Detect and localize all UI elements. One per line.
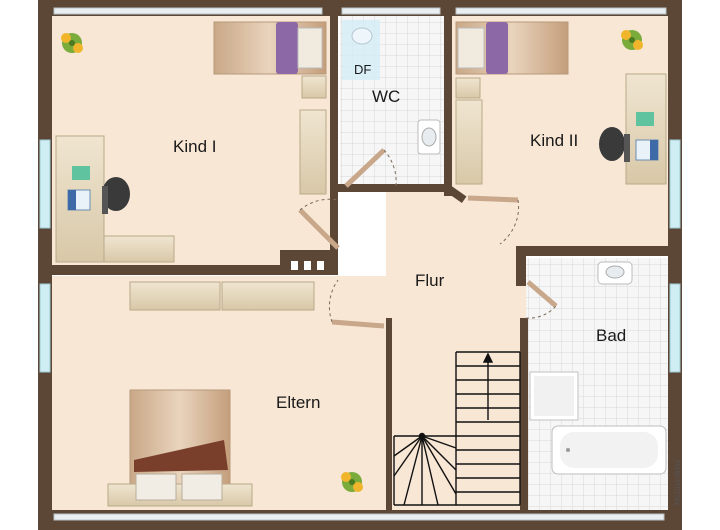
- label-bad: Bad: [596, 326, 626, 345]
- credit-text: McGrundriss: [673, 460, 682, 505]
- label-skylight: DF: [354, 62, 371, 77]
- kind1-furniture: [55, 21, 327, 263]
- label-eltern: Eltern: [276, 393, 320, 412]
- kind2-furniture: [455, 21, 667, 185]
- doors: [298, 148, 558, 329]
- plant-icon-kind2: [621, 30, 643, 50]
- bad-furniture: [529, 261, 667, 475]
- label-wc: WC: [372, 87, 400, 106]
- windows: [39, 7, 681, 521]
- plant-icon-kind1: [61, 33, 83, 53]
- wc-furniture: [342, 20, 441, 155]
- plant-icon-eltern: [341, 472, 363, 492]
- staircase: [393, 351, 521, 506]
- label-kind1: Kind I: [173, 137, 216, 156]
- label-flur: Flur: [415, 271, 445, 290]
- wall-vents: [291, 261, 324, 270]
- eltern-furniture: [107, 281, 315, 507]
- label-kind2: Kind II: [530, 131, 578, 150]
